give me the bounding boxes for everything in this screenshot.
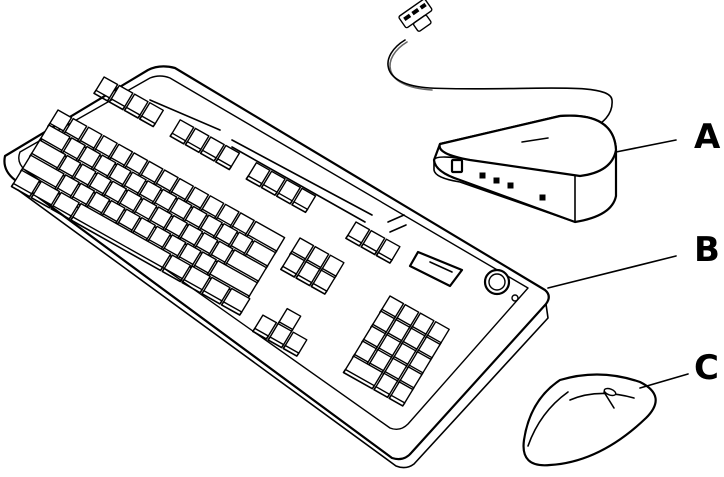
callout-c: C bbox=[694, 351, 719, 385]
callout-a: A bbox=[694, 120, 720, 154]
usb-plug-icon bbox=[398, 0, 438, 37]
leader-line-b bbox=[548, 256, 676, 288]
callout-b: B bbox=[694, 233, 720, 267]
leader-line-c bbox=[640, 374, 688, 388]
usb-cable bbox=[388, 0, 612, 135]
keyboard bbox=[4, 66, 548, 467]
mouse bbox=[524, 374, 656, 465]
leader-line-a bbox=[616, 140, 676, 152]
wireless-receiver bbox=[434, 116, 616, 222]
